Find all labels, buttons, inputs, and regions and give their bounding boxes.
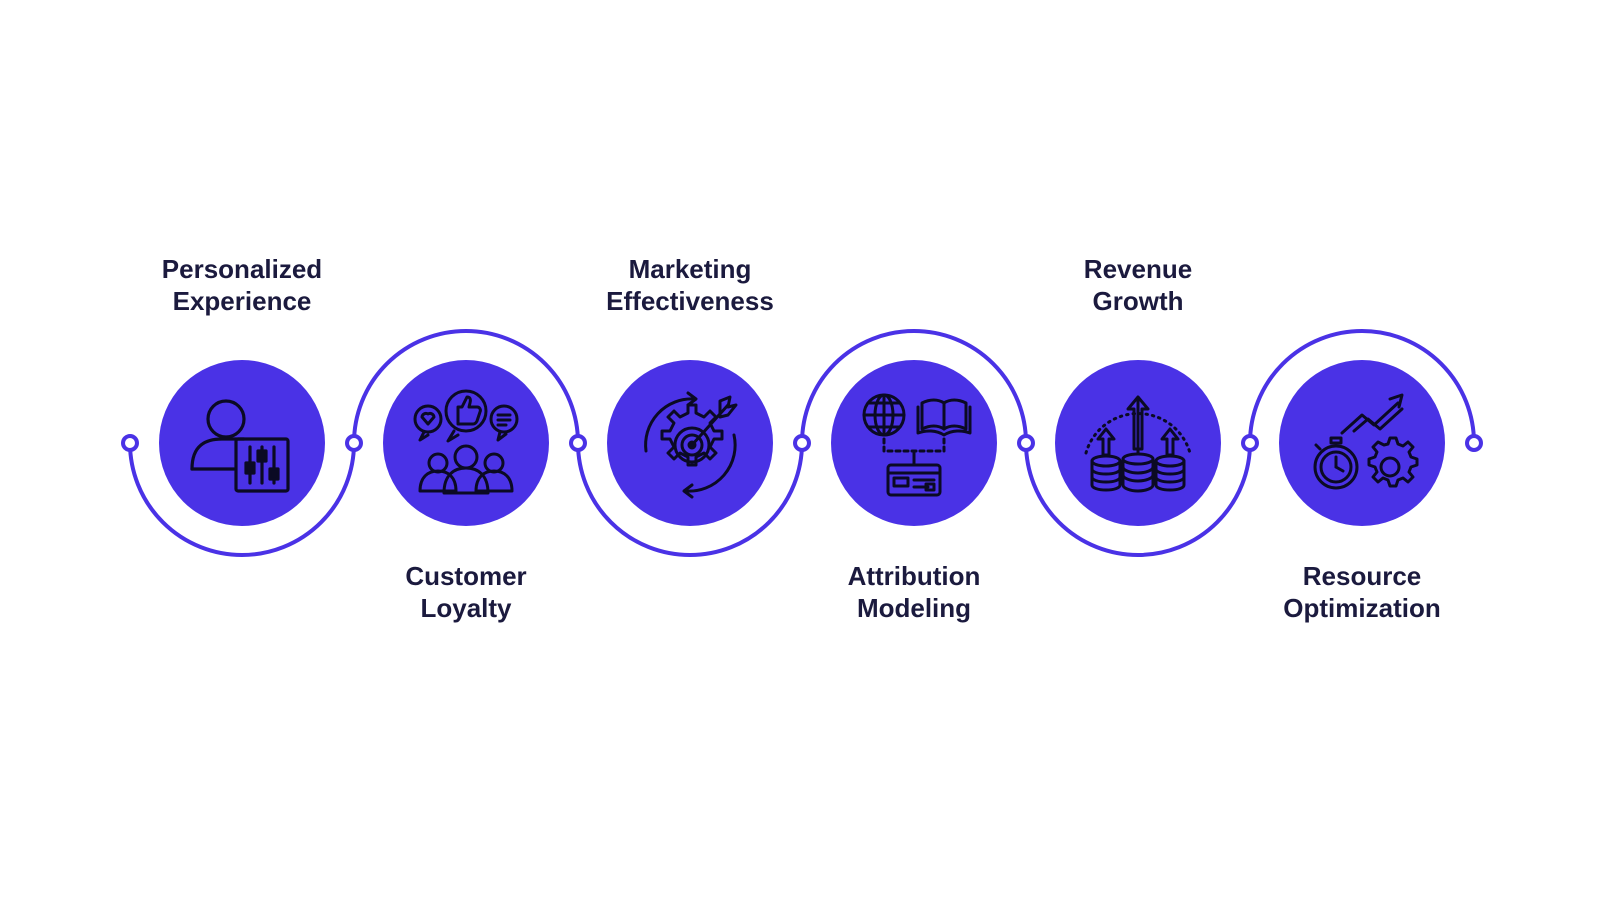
connector-node — [1017, 434, 1035, 452]
step-label-line: Revenue — [1084, 254, 1192, 284]
step-label-line: Resource — [1303, 561, 1422, 591]
connector-node — [1465, 434, 1483, 452]
step-label-line: Experience — [173, 286, 312, 316]
step-label-line: Personalized — [162, 254, 322, 284]
step-label-line: Growth — [1093, 286, 1184, 316]
connector-node — [121, 434, 139, 452]
step-label-line: Customer — [405, 561, 526, 591]
connector-node — [1241, 434, 1259, 452]
step-label-line: Loyalty — [420, 593, 512, 623]
step-circle — [1279, 360, 1445, 526]
step-label-line: Attribution — [848, 561, 981, 591]
step-circle — [159, 360, 325, 526]
connector-node — [345, 434, 363, 452]
step-circle — [831, 360, 997, 526]
step-circle — [383, 360, 549, 526]
step-label-line: Effectiveness — [606, 286, 774, 316]
connector-node — [793, 434, 811, 452]
step-label-line: Marketing — [629, 254, 752, 284]
step-label-line: Modeling — [857, 593, 971, 623]
step-label-line: Optimization — [1283, 593, 1440, 623]
connector-node — [569, 434, 587, 452]
